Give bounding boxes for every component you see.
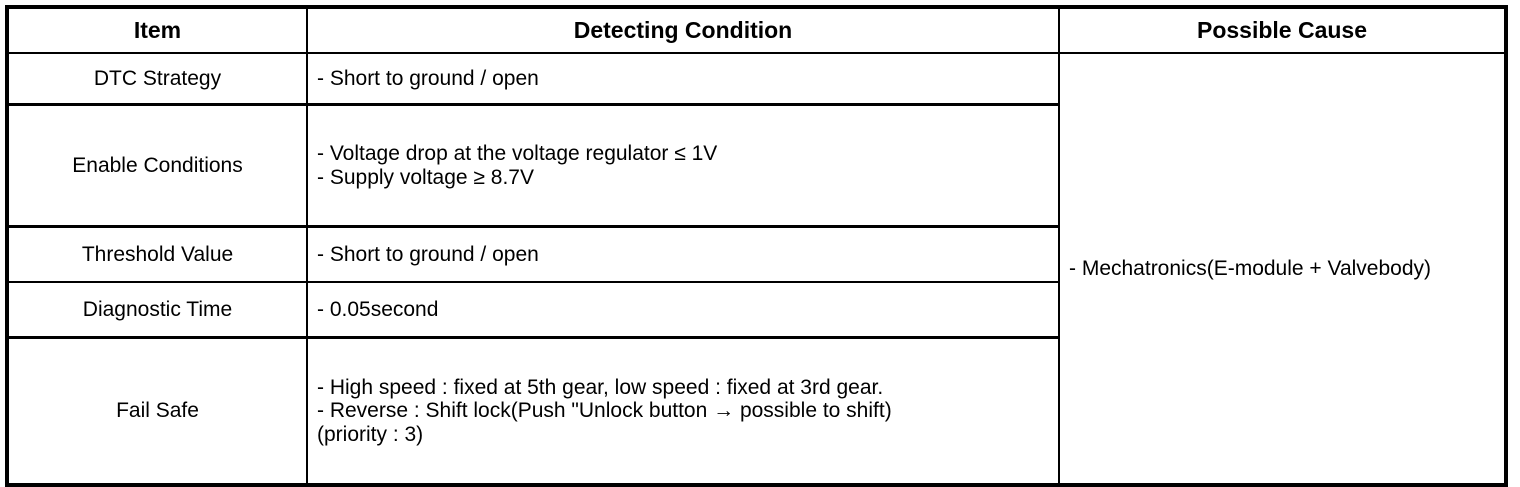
column-header-item: Item — [6, 6, 308, 54]
item-label-dtc-strategy: DTC Strategy — [6, 52, 308, 106]
condition-line: - High speed : fixed at 5th gear, low sp… — [317, 375, 884, 399]
table-row: Diagnostic Time - 0.05second — [6, 281, 1506, 339]
table-header: Item Detecting Condition Possible Cause — [6, 6, 1507, 54]
condition-line: - Short to ground / open — [317, 66, 539, 90]
page-root: Item Detecting Condition Possible Cause … — [5, 5, 1508, 487]
condition-cell-enable-conditions: - Voltage drop at the voltage regulator … — [306, 103, 1060, 228]
condition-line-continuation: (priority : 3) — [317, 422, 424, 446]
condition-cell-diagnostic-time: - 0.05second — [306, 281, 1060, 339]
item-label-fail-safe: Fail Safe — [6, 336, 308, 486]
column-header-possible-cause: Possible Cause — [1058, 6, 1507, 54]
condition-line: - Reverse : Shift lock(Push "Unlock butt… — [317, 399, 892, 423]
condition-line: - Supply voltage ≥ 8.7V — [317, 165, 534, 189]
condition-line: - 0.05second — [317, 297, 439, 321]
table-body: DTC Strategy - Short to ground / open - … — [6, 52, 1507, 487]
item-label-diagnostic-time: Diagnostic Time — [6, 281, 308, 339]
table-row: Enable Conditions - Voltage drop at the … — [6, 103, 1506, 228]
table-row: Threshold Value - Short to ground / open — [6, 225, 1506, 283]
condition-cell-dtc-strategy: - Short to ground / open — [306, 52, 1060, 106]
possible-cause-cell: - Mechatronics(E-module + Valvebody) — [1058, 52, 1507, 487]
condition-line: - Short to ground / open — [317, 242, 539, 266]
condition-line: - Voltage drop at the voltage regulator … — [317, 141, 718, 165]
dtc-diagnostic-table: Item Detecting Condition Possible Cause … — [5, 5, 1508, 487]
item-label-threshold-value: Threshold Value — [6, 225, 308, 283]
item-label-enable-conditions: Enable Conditions — [6, 103, 308, 228]
table-row: DTC Strategy - Short to ground / open - … — [6, 52, 1507, 487]
column-header-detecting-condition: Detecting Condition — [306, 6, 1060, 54]
condition-cell-threshold-value: - Short to ground / open — [306, 225, 1060, 283]
condition-cell-fail-safe: - High speed : fixed at 5th gear, low sp… — [306, 336, 1060, 486]
header-row: Item Detecting Condition Possible Cause — [6, 6, 1507, 54]
